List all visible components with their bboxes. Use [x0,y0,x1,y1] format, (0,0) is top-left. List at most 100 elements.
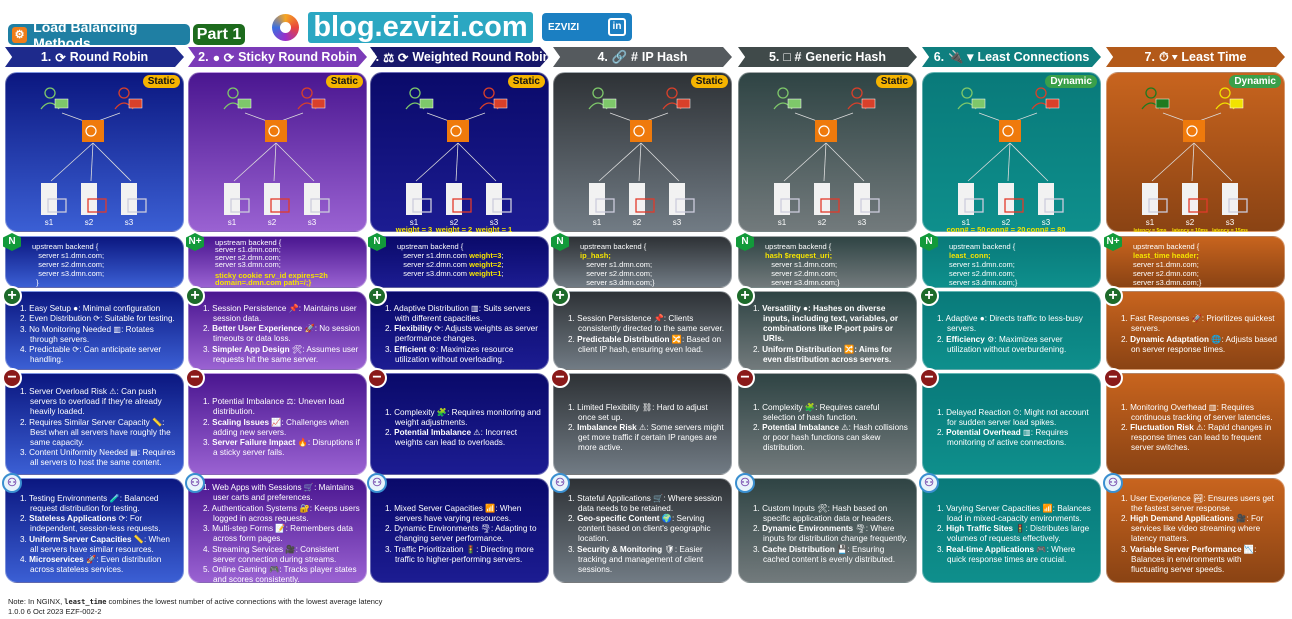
item-text: : Rapid changes in response times can le… [1131,423,1272,452]
use-cases-icon: ⚇ [367,473,387,493]
list-item: 2. Dynamic Adaptation 🌐: Adjusts based o… [1121,334,1277,354]
item-title: No Monitoring Needed [29,324,112,334]
cons-icon: − [919,368,939,388]
item-title: Geo-specific Content [577,514,660,524]
monitor [493,98,508,109]
note-code: least_time [64,598,107,606]
config-text: server s1.dmn.com; [765,260,838,269]
method-header[interactable]: 3.⚖ ⟳Weighted Round Robin [370,47,549,67]
user-head [1219,87,1231,99]
item-text: : Even distribution across stateless ser… [30,555,162,574]
method-header[interactable]: 6.🔌 ▾Least Connections [922,47,1101,67]
config-highlight: weight=2 [469,260,502,269]
user-head [592,87,604,99]
list-item: 4. Microservices 🚀: Even distribution ac… [20,555,162,574]
config-text: server s2.dmn.com [397,260,470,269]
item-title: Dynamic Adaptation [1130,334,1209,344]
item-icon: 🌪 [855,524,866,534]
note-prefix: Note: In NGINX, [8,597,65,606]
pros-icon: + [1103,286,1123,306]
load-balancer-glyph [1002,125,1014,137]
list-item: 2. Better User Experience 🚀: No session … [203,324,360,344]
item-title: Potential Imbalance [212,397,285,407]
linkedin-label: EZVIZI [548,21,580,33]
config-text: least_time header; [1133,251,1199,260]
item-icon: 🌍 [661,514,672,524]
method-header[interactable]: 5.□ #Generic Hash [738,47,917,67]
item-title: Variable Server Performance [1130,544,1242,554]
item-title: Easy Setup [29,303,71,313]
list-item: 3. Variable Server Performance 📉: Balanc… [1121,544,1257,574]
item-icon: ⚙ [428,344,437,354]
arrow [1191,142,1195,182]
config-line: domain=.dmn.com path=/;} [215,279,366,287]
method-header[interactable]: 2.● ⟳Sticky Round Robin [188,47,367,67]
pros-list: 1. Fast Responses 🚀: Prioritizes quickes… [1107,292,1284,369]
server-name: s3 [1042,218,1051,227]
server-name: s1 [962,218,971,227]
server-window [595,198,615,213]
item-text: : Requires continuous tracking of server… [1131,402,1273,422]
list-item: 1. Versatility ●: Hashes on diverse inpu… [753,304,899,343]
item-title: Content Uniformity Needed [29,448,128,458]
cons-list: 1. Monitoring Overhead ▥: Requires conti… [1107,374,1284,474]
blog-logo-icon [272,14,299,41]
item-text: : Keeps users logged in across requests. [213,503,360,523]
user-head [1145,87,1157,99]
config-line: upstream backend { [1133,242,1284,251]
server-name: s1 [410,218,419,227]
item-title: Efficiency [946,334,985,344]
config-text: server s2.dmn.com; [580,269,653,278]
item-title: Simpler App Design [212,344,290,354]
arrow [830,112,854,122]
item-icon: ⟳ [118,514,126,523]
item-text: : Balances in environments with fluctuat… [1131,544,1257,574]
item-text: : Maximizes resource utilization without… [395,344,514,364]
method-number: 5. [768,50,780,64]
item-title: Dynamic Environments [762,524,854,534]
client-icon [662,87,691,110]
item-icon: 🛒 [653,493,664,503]
method-header[interactable]: 4.🔗 #IP Hash [553,47,732,67]
item-icon: ⚠ [841,423,849,432]
item-icon: 🌪 [480,524,491,534]
method-icons: 🔗 # [611,49,638,64]
pros-list: 1. Versatility ●: Hashes on diverse inpu… [739,292,916,369]
blog-link[interactable]: blog.ezvizi.com [308,12,533,43]
list-item: 2. Predictable Distribution 🔀: Based on … [568,334,722,354]
config-highlight: weight=3 [469,251,502,260]
item-text: : Best when all servers have roughly the… [30,417,171,447]
load-balancer-icon [630,120,652,142]
monitor [1155,98,1170,109]
method-header[interactable]: 1.⟳Round Robin [5,47,184,67]
nginx-icon: N [736,233,754,251]
arrow [1193,142,1233,182]
user-head [777,87,789,99]
config-line: server s2.dmn.com; [949,269,1100,278]
server-window [270,198,290,213]
server-name: s1 [45,218,54,227]
item-text: : Hashes on diverse inputs, including te… [763,304,899,343]
list-item: 3. Efficient ⚙: Maximizes resource utili… [385,344,514,364]
algorithm-type-badge: Dynamic [1045,75,1097,88]
arrow [90,142,94,182]
method-header[interactable]: 7.⏱ ▾Least Time [1106,47,1285,67]
pros-list: 1. Adaptive Distribution ▥: Suits server… [371,292,548,369]
config-line: server s1.dmn.com; [215,246,366,254]
server-name: s2 [633,218,642,227]
uses-list: 1. Stateful Applications 🛒: Where sessio… [554,479,731,582]
list-item: 2. Authentication Systems 🔐: Keeps users… [203,503,360,523]
arrow [1014,112,1038,122]
item-text: : Maximizes server utilization without o… [947,334,1067,354]
arrow [609,112,633,122]
server-name: s2 [1186,218,1195,227]
item-icon: ● [979,314,985,323]
load-balancer-icon: ⚙ [12,26,28,43]
uses-list: 1. Web Apps with Sessions 🛒: Maintains u… [189,479,366,584]
